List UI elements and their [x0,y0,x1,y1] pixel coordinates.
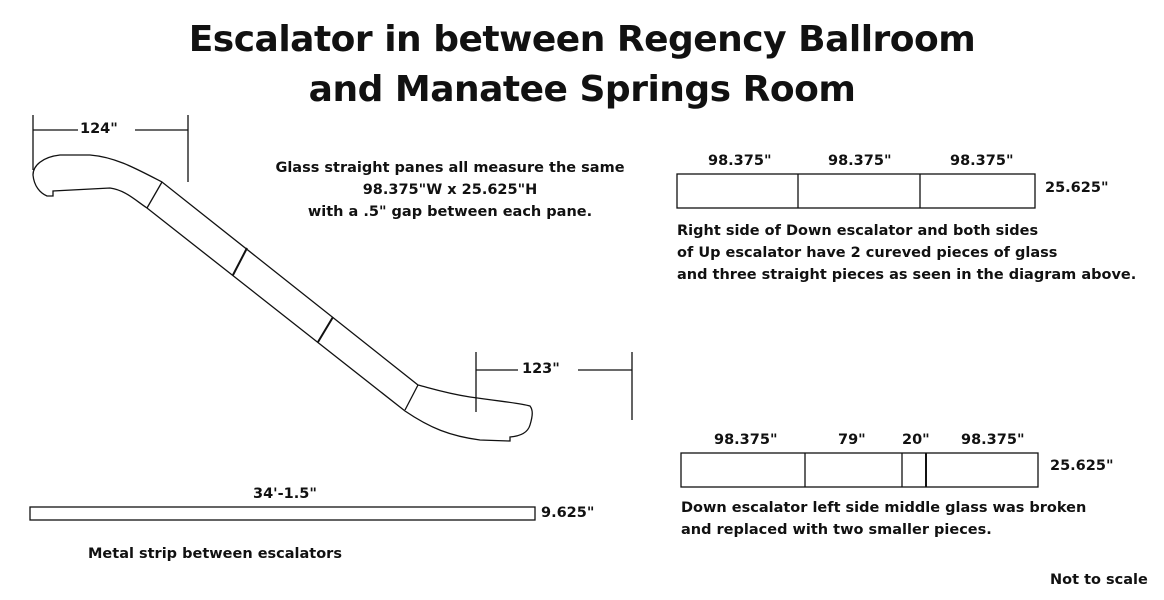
panel-a-width-1: 98.375" [708,153,772,169]
panel-b [680,452,1039,488]
metal-strip [29,506,536,521]
panel-b-height: 25.625" [1050,458,1114,474]
dim-top-label: 124" [80,121,118,137]
pane-joint [317,316,334,343]
panel-a-note-2: of Up escalator have 2 cureved pieces of… [677,245,1058,261]
strip-caption: Metal strip between escalators [88,546,342,562]
dimension-123 [475,352,633,420]
panel-b-note-1: Down escalator left side middle glass wa… [681,500,1087,516]
pane-joint [404,384,419,411]
pane-joint [146,181,163,209]
panel-b-width-3: 20" [902,432,930,448]
panel-b-width-1: 98.375" [714,432,778,448]
pane-note-1: Glass straight panes all measure the sam… [275,160,625,176]
pane-note-3: with a .5" gap between each pane. [307,204,593,220]
panel-b-note-2: and replaced with two smaller pieces. [681,522,992,538]
panel-a-width-2: 98.375" [828,153,892,169]
title-line-1: Escalator in between Regency Ballroom [188,19,976,60]
strip-length: 34'-1.5" [253,486,317,502]
panel-b-width-4: 98.375" [961,432,1025,448]
strip-height: 9.625" [541,505,595,521]
panel-b-width-2: 79" [838,432,866,448]
dimension-124 [32,115,189,182]
pane-joint [232,247,248,276]
panel-a-height: 25.625" [1045,180,1109,196]
panel-a [676,173,1036,209]
panel-a-note-3: and three straight pieces as seen in the… [677,267,1137,283]
escalator-outline [32,154,533,442]
pane-note-2: 98.375"W x 25.625"H [362,182,538,198]
panel-a-note-1: Right side of Down escalator and both si… [677,223,1039,239]
not-to-scale: Not to scale [1050,572,1148,588]
title-line-2: and Manatee Springs Room [308,69,856,110]
dim-bottom-label: 123" [522,361,560,377]
panel-a-width-3: 98.375" [950,153,1014,169]
